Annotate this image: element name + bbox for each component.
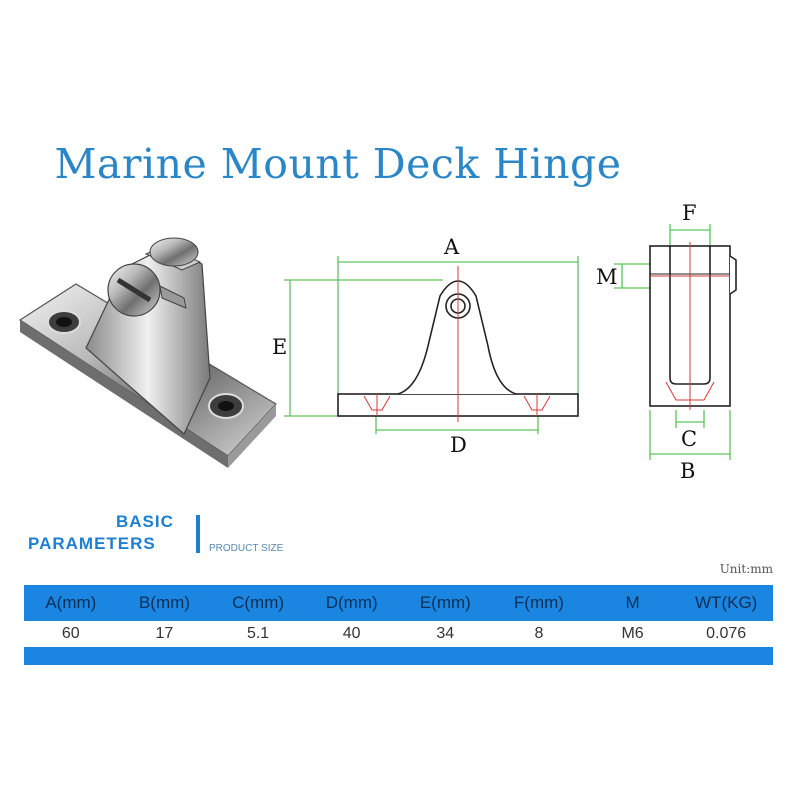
dimension-label-f: F	[682, 201, 697, 225]
unit-label: Unit:mm	[719, 562, 773, 576]
side-view-diagram: F M C B	[596, 201, 737, 483]
table-cell: 8	[534, 625, 544, 642]
section-heading-basic: BASIC	[116, 512, 174, 531]
dimension-label-a: A	[443, 235, 460, 259]
front-view-diagram: A E D	[272, 235, 579, 457]
table-header-cell: C(mm)	[232, 593, 285, 612]
table-header-cell: WT(KG)	[695, 593, 758, 612]
table-cell: 17	[155, 625, 174, 642]
table-header-cell: M	[625, 593, 640, 612]
table-header-cell: A(mm)	[45, 593, 97, 612]
dimension-label-e: E	[272, 335, 287, 359]
table-cell: 60	[61, 625, 80, 642]
product-photo	[18, 237, 277, 468]
table-cell: 40	[342, 625, 361, 642]
section-heading-parameters: PARAMETERS	[28, 534, 156, 553]
table-cell: 5.1	[246, 625, 270, 642]
table-row: 60 17 5.1 40 34 8 M6 0.076	[24, 621, 773, 647]
parameters-table: A(mm) B(mm) C(mm) D(mm) E(mm) F(mm) M WT…	[24, 585, 773, 665]
table-header-cell: D(mm)	[325, 593, 378, 612]
section-heading: BASIC PARAMETERS PRODUCT SIZE	[26, 512, 326, 562]
table-cell: 34	[436, 625, 455, 642]
table-cell: M6	[621, 625, 644, 642]
dimension-label-b: B	[680, 459, 695, 483]
section-subheading: PRODUCT SIZE	[209, 543, 284, 554]
dimension-label-m: M	[596, 265, 618, 289]
table-footer-bar	[24, 647, 773, 665]
table-header-cell: E(mm)	[419, 593, 471, 612]
dimension-label-c: C	[681, 427, 697, 451]
table-header-cell: B(mm)	[138, 593, 190, 612]
heading-divider	[196, 515, 200, 553]
dimension-label-d: D	[450, 433, 467, 457]
page-title: Marine Mount Deck Hinge	[54, 140, 622, 188]
table-cell: 0.076	[706, 625, 747, 642]
table-header-cell: F(mm)	[513, 593, 564, 612]
table-header-row: A(mm) B(mm) C(mm) D(mm) E(mm) F(mm) M WT…	[24, 585, 773, 621]
